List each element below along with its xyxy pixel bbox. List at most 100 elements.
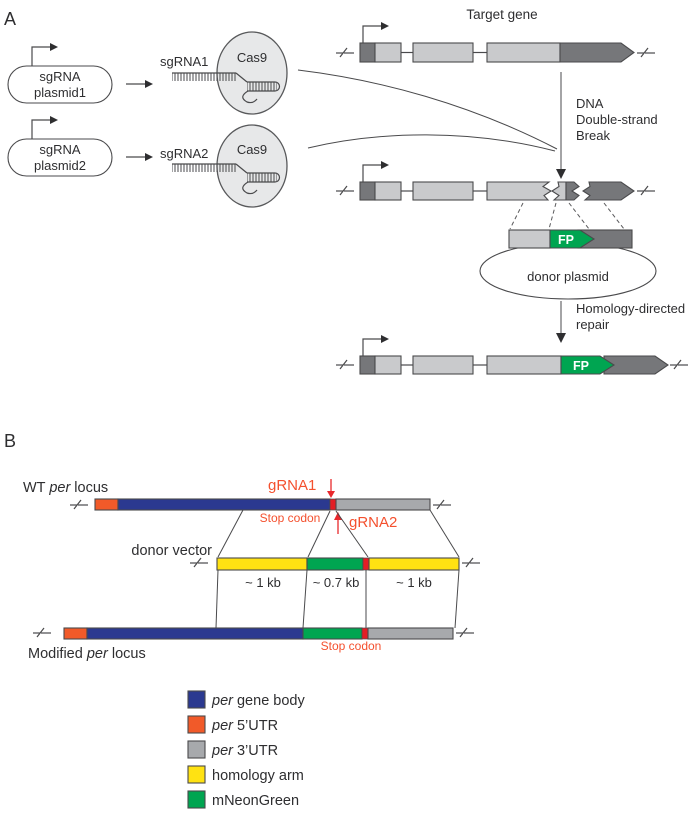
grna1-label: gRNA1: [268, 477, 316, 494]
sequence-break-icon: [461, 557, 481, 568]
wt-stop-codon-label: Stop codon: [260, 511, 321, 525]
promoter-arrow: [362, 25, 381, 43]
wt-5utr-segment: [94, 498, 119, 511]
sgrna-plasmid1: sgRNA plasmid1: [7, 43, 113, 104]
donor-left-homology-arm: [216, 557, 308, 571]
plasmid1-name-line2: plasmid1: [34, 85, 86, 100]
legend-label: per gene body: [211, 693, 305, 709]
modified-locus-label: Modified per locus: [28, 646, 146, 662]
kb-label-left: ~ 1 kb: [245, 575, 281, 590]
promoter-arrowhead-icon: [381, 22, 389, 30]
fp-label: FP: [558, 233, 574, 247]
target-gene-row: Target gene: [335, 7, 656, 63]
legend-swatch-gray: [187, 740, 206, 759]
mod-3utr-segment: [367, 627, 454, 640]
gene-exon1-box: [374, 181, 402, 201]
mod-5utr-segment: [63, 627, 88, 640]
legend: per gene body per 5’UTR per 3’UTR homolo…: [187, 690, 305, 809]
sequence-break-icon: [335, 47, 355, 58]
sgrna1-label: sgRNA1: [160, 54, 208, 69]
cut-fragment-dark: [565, 181, 580, 201]
legend-label: mNeonGreen: [212, 793, 299, 809]
gene-exon2-box: [412, 42, 474, 63]
cas9-label: Cas9: [237, 50, 267, 65]
mod-stop-codon-label: Stop codon: [321, 639, 382, 653]
promoter-arrow: [31, 46, 50, 66]
plasmid1-shape: [7, 65, 113, 104]
gene-exon1-box: [374, 42, 402, 63]
sequence-break-icon: [32, 627, 52, 638]
panel-a: A sgRNA plasmid1 Cas9 sgRNA1: [4, 7, 689, 375]
wt-locus-label: WT per locus: [23, 480, 108, 496]
legend-swatch-yellow: [187, 765, 206, 784]
arrow-plasmid2-to-complex2: [126, 153, 153, 161]
gene-5utr-box: [359, 355, 376, 375]
mod-gene-body-segment: [86, 627, 304, 640]
targeting-curve-2: [307, 134, 556, 152]
gene-exon3-box: [486, 42, 561, 63]
legend-item-gene-body: per gene body: [187, 690, 305, 709]
promoter-arrowhead-icon: [381, 335, 389, 343]
legend-label: homology arm: [212, 768, 304, 784]
promoter-arrow: [31, 119, 50, 139]
gene-3utr-arrow: [559, 42, 635, 63]
promoter-arrow: [362, 164, 381, 182]
sgrna2-guide-icon: [172, 163, 281, 195]
legend-item-3utr: per 3’UTR: [187, 740, 278, 759]
wt-gene-body-segment: [117, 498, 331, 511]
plasmid1-name-line1: sgRNA: [39, 69, 81, 84]
gene-5utr-box: [359, 181, 376, 201]
gene-exon2-box: [412, 355, 474, 375]
cut-gene-row: [335, 161, 656, 201]
sequence-break-icon: [432, 499, 452, 510]
grna2-cut-arrow: [334, 512, 342, 534]
donor-right-homology-arm: [368, 557, 460, 571]
hdr-label-line2: repair: [576, 317, 610, 332]
wt-to-donor-connectors: [217, 509, 460, 558]
promoter-arrowhead-icon: [381, 161, 389, 169]
legend-label: per 3’UTR: [211, 743, 278, 759]
knockin-gene-row: FP: [335, 335, 689, 375]
sequence-break-icon: [636, 47, 656, 58]
cas9-complex2: Cas9 sgRNA2: [160, 124, 288, 208]
wt-stop-codon-tick: [329, 498, 337, 511]
donor-left-homology-box: [508, 229, 551, 249]
sgrna-plasmid2: sgRNA plasmid2: [7, 116, 113, 177]
modified-locus-bar: [32, 627, 475, 640]
legend-swatch-orange: [187, 715, 206, 734]
dsb-label-line3: Break: [576, 128, 610, 143]
sequence-break-icon: [335, 359, 355, 370]
dsb-arrow: [556, 72, 566, 179]
targeting-curve-1: [297, 69, 558, 150]
cut-fragment-light: [550, 181, 567, 201]
legend-label: per 5’UTR: [211, 718, 278, 734]
plasmid2-shape: [7, 138, 113, 177]
legend-item-mneongreen: mNeonGreen: [187, 790, 299, 809]
homology-dashed-lines: [509, 202, 625, 230]
donor-plasmid-label: donor plasmid: [527, 269, 609, 284]
promoter-arrowhead-icon: [50, 116, 58, 124]
target-gene-label: Target gene: [466, 7, 537, 22]
donor-vector-label: donor vector: [131, 543, 212, 559]
sequence-break-icon: [669, 359, 689, 370]
donor-vector-bar: [189, 557, 481, 571]
wt-locus-bar: [69, 498, 452, 511]
dsb-label-line1: DNA: [576, 96, 604, 111]
kb-label-right: ~ 1 kb: [396, 575, 432, 590]
plasmid2-name-line1: sgRNA: [39, 142, 81, 157]
gene-exon1-box: [374, 355, 402, 375]
promoter-arrowhead-icon: [50, 43, 58, 51]
panel-a-label: A: [4, 9, 16, 29]
legend-item-homology-arm: homology arm: [187, 765, 304, 784]
sequence-break-icon: [335, 185, 355, 196]
donor-plasmid: FP donor plasmid: [479, 229, 657, 300]
arrow-plasmid1-to-complex1: [126, 80, 153, 88]
donor-to-modified-connectors: [215, 569, 460, 629]
kb-label-mid: ~ 0.7 kb: [313, 575, 360, 590]
gene-exon3-cut-box: [486, 181, 553, 201]
panel-b: B WT per locus gRNA1 Stop codon gRNA2: [4, 431, 481, 809]
hdr-label-line1: Homology-directed: [576, 301, 685, 316]
plasmid2-name-line2: plasmid2: [34, 158, 86, 173]
grna2-label: gRNA2: [349, 514, 397, 531]
